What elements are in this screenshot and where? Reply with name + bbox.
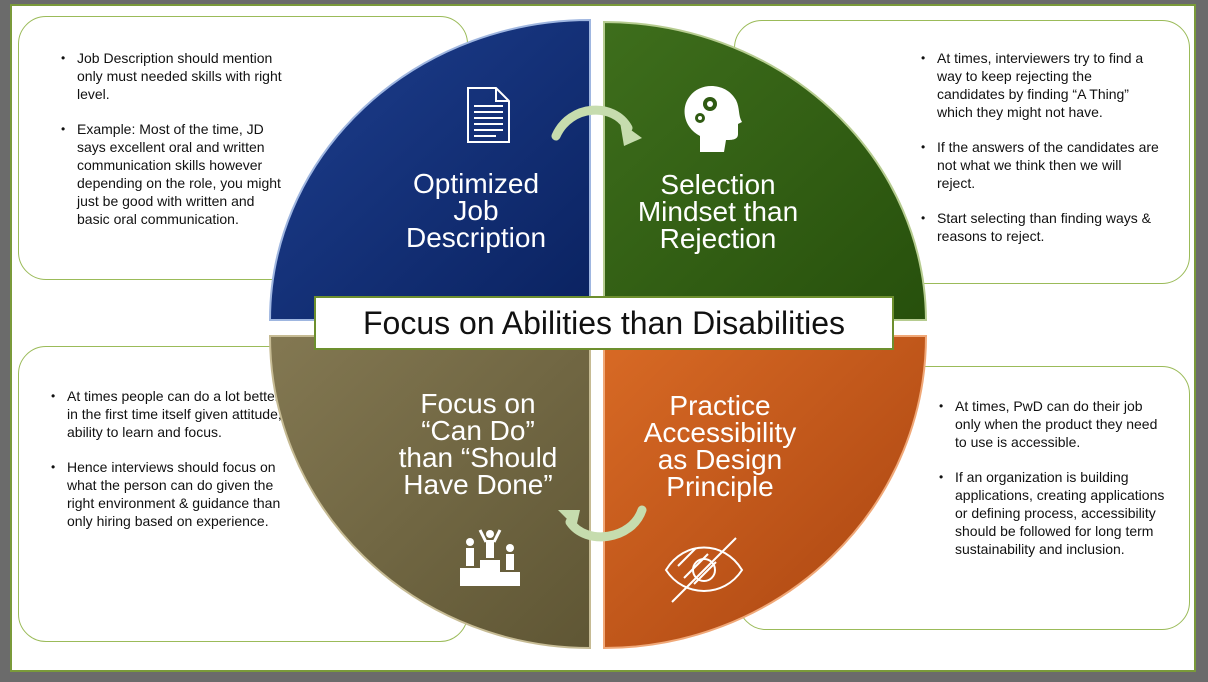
label-line: Accessibility (643, 417, 797, 448)
head-gears-icon (684, 85, 742, 152)
label-line: Rejection (659, 223, 777, 254)
label-line: Mindset than (637, 196, 799, 227)
quadrant-label-bottom-right: Practice Accessibility as Design Princip… (612, 390, 828, 502)
label-line: Principle (666, 471, 774, 502)
document-icon (467, 87, 510, 143)
note-item: Job Description should mention only must… (61, 49, 289, 103)
quadrant-label-top-right: Selection Mindset than Rejection (612, 169, 824, 254)
label-line: as Design (657, 444, 783, 475)
label-line: Selection (660, 169, 776, 200)
curved-arrow-bottom (565, 505, 647, 542)
quadrant-bottom-right (603, 335, 928, 650)
curved-arrow-top (551, 105, 633, 141)
quadrant-label-top-left: Optimized Job Description (376, 168, 576, 253)
arrow-head-bottom (558, 510, 580, 528)
quadrant-top-right (603, 20, 928, 321)
eye-crossed-icon (664, 537, 744, 603)
center-title: Focus on Abilities than Disabilities (314, 296, 894, 350)
note-item: Start selecting than finding ways & reas… (921, 209, 1159, 245)
note-item: Hence interviews should focus on what th… (51, 458, 287, 530)
note-item: If an organization is building applicati… (939, 468, 1167, 558)
quadrant-label-bottom-left: Focus on “Can Do” than “Should Have Done… (372, 388, 584, 500)
note-item: At times people can do a lot better in t… (51, 387, 287, 441)
note-item: At times, interviewers try to find a way… (921, 49, 1159, 121)
arrow-head-top (620, 122, 642, 146)
label-line: Description (405, 222, 547, 253)
label-line: Practice (669, 390, 771, 421)
label-line: Have Done” (403, 469, 553, 500)
label-line: Optimized (412, 168, 540, 199)
note-item: At times, PwD can do their job only when… (939, 397, 1167, 451)
quadrant-top-left (268, 18, 591, 321)
note-top-left: Job Description should mention only must… (18, 16, 468, 280)
note-item: If the answers of the candidates are not… (921, 138, 1159, 192)
label-line: Job (453, 195, 499, 226)
label-line: Focus on (420, 388, 536, 419)
label-line: “Can Do” (421, 415, 535, 446)
note-item: Example: Most of the time, JD says excel… (61, 120, 289, 228)
label-line: than “Should (398, 442, 558, 473)
podium-people-icon (460, 529, 520, 586)
